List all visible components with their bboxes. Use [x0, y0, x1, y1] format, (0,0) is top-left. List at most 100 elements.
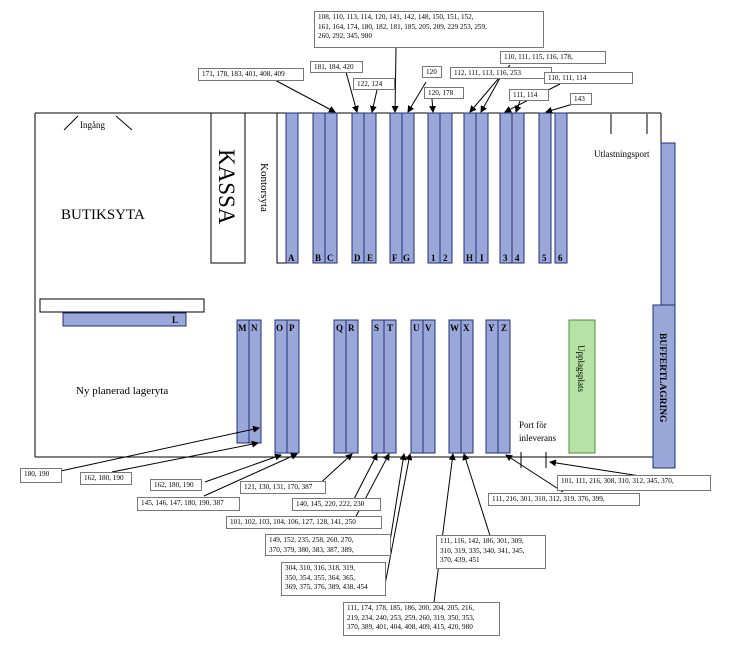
rack-d: [351, 112, 365, 264]
buffertlagring-label: BUFFERTLAGRING: [657, 333, 667, 423]
rack-o: [274, 319, 288, 454]
rack-r: [345, 319, 359, 454]
rack-a: [285, 112, 299, 264]
callout-120a: 120: [422, 66, 442, 78]
shelf-white: [39, 298, 205, 313]
callout-111-216: 111, 216, 301, 310, 312, 319, 376, 399,: [488, 493, 640, 506]
rack-label-e: E: [367, 253, 373, 263]
rack-label-6: 6: [558, 253, 563, 263]
rack-label-v: V: [425, 323, 432, 333]
utlastningsport-label: Utlastningsport: [594, 149, 650, 159]
kassa-box: [210, 112, 246, 264]
callout-112: 112, 111, 113, 116, 253: [450, 67, 552, 79]
ny-lager-label: Ny planerad lageryta: [76, 385, 168, 397]
upplagsplats-area: [568, 319, 596, 454]
rack-3: [499, 112, 513, 264]
rack-label-r: R: [348, 323, 355, 333]
rack-q: [333, 319, 347, 454]
rack-h: [463, 112, 477, 264]
rack-c: [324, 112, 338, 264]
callout-171: 171, 178, 183, 401, 408, 409: [198, 68, 304, 81]
callout-181: 181, 184, 420: [310, 61, 363, 73]
callout-101b: 101, 111, 216, 308, 310, 312, 345, 370,: [557, 475, 711, 491]
callout-162-a: 162, 180, 190: [80, 472, 132, 485]
rack-w: [448, 319, 462, 454]
top-rack-labels: A B C D E F G 1 2 H I 3 4 5 6: [288, 253, 563, 263]
rack-n: [248, 319, 262, 444]
rack-i: [475, 112, 489, 264]
callout-149: 149, 152, 235, 258, 260, 270, 370, 379, …: [265, 534, 391, 556]
rack-f: [389, 112, 403, 264]
rack-t: [383, 319, 397, 454]
rack-label-b: B: [315, 253, 321, 263]
port-inleverans-line1: Port för: [519, 420, 547, 430]
rack-label-p: P: [289, 323, 295, 333]
callout-143: 143: [570, 93, 592, 105]
top-racks: [285, 112, 568, 264]
callout-140: 140, 145, 220, 222, 230: [292, 498, 381, 511]
ingang-label: Ingång: [80, 120, 105, 130]
rack-label-d: D: [354, 253, 361, 263]
rack-label-2: 2: [443, 253, 448, 263]
rack-label-l: L: [172, 315, 178, 325]
rack-u: [410, 319, 424, 454]
rack-5: [538, 112, 552, 264]
rack-6: [554, 112, 568, 264]
rack-z: [497, 319, 511, 454]
rack-label-c: C: [327, 253, 334, 263]
rack-e: [363, 112, 377, 264]
rack-label-y: Y: [488, 323, 495, 333]
office-shelf: [276, 112, 287, 264]
rack-label-h: H: [466, 253, 473, 263]
callout-108: 108, 110, 113, 114, 120, 141, 142, 148, …: [314, 11, 544, 48]
port-inleverans-marks: [520, 452, 547, 468]
rack-4: [511, 112, 525, 264]
rack-label-g: G: [403, 253, 410, 263]
bottom-racks: [236, 319, 511, 454]
callout-122: 122, 124: [353, 78, 395, 90]
kontorsyta-label: Kontorsyta: [258, 163, 270, 212]
rack-m: [236, 319, 250, 444]
bottom-rack-labels: M N O P Q R S T U V W X Y Z: [238, 323, 507, 333]
callout-110a: 110, 111, 115, 116, 178,: [500, 51, 606, 64]
rack-v: [422, 319, 436, 454]
rack-b: [312, 112, 326, 264]
rack-label-u: U: [413, 323, 420, 333]
rack-label-n: N: [251, 323, 258, 333]
rack-label-q: Q: [336, 323, 343, 333]
rack-label-3: 3: [503, 253, 508, 263]
callout-120b: 120, 178: [424, 87, 464, 99]
rack-label-s: S: [374, 323, 379, 333]
rack-1: [427, 112, 441, 264]
port-inleverans-line2: inleverans: [519, 433, 556, 443]
callout-145: 145, 146, 147, 180, 190, 387: [137, 497, 240, 511]
buffertlagring-upper: [660, 142, 676, 306]
rack-s: [371, 319, 385, 454]
callout-110b: 110, 111, 114: [544, 72, 633, 84]
rack-p: [286, 319, 300, 454]
rack-label-4: 4: [515, 253, 520, 263]
callout-180-190: 180, 190: [20, 468, 62, 483]
rack-label-o: O: [276, 323, 283, 333]
rack-2: [439, 112, 453, 264]
butiksyta-label: BUTIKSYTA: [61, 207, 145, 223]
rack-label-5: 5: [542, 253, 547, 263]
rack-l: [62, 312, 187, 327]
rack-label-t: T: [387, 323, 393, 333]
callout-101a: 101, 102, 103, 104, 106, 127, 128, 141, …: [226, 516, 382, 529]
callout-111: 111, 114: [509, 89, 549, 101]
rack-label-a: A: [288, 253, 295, 263]
callout-121: 121, 130, 131, 170, 387: [240, 481, 326, 494]
bottom-arrows: [55, 425, 641, 611]
rack-label-z: Z: [501, 323, 507, 333]
callout-162-b: 162, 180, 190: [150, 479, 202, 491]
callout-111-174: 111, 174, 178, 185, 186, 200, 204, 205, …: [343, 602, 500, 636]
rack-label-i: I: [480, 253, 484, 263]
rack-label-x: X: [463, 323, 470, 333]
entrance-marks: [63, 115, 133, 131]
rack-y: [485, 319, 499, 454]
utlastningsport-marks: [610, 114, 648, 134]
rack-label-w: W: [450, 323, 459, 333]
rack-label-m: M: [238, 323, 247, 333]
